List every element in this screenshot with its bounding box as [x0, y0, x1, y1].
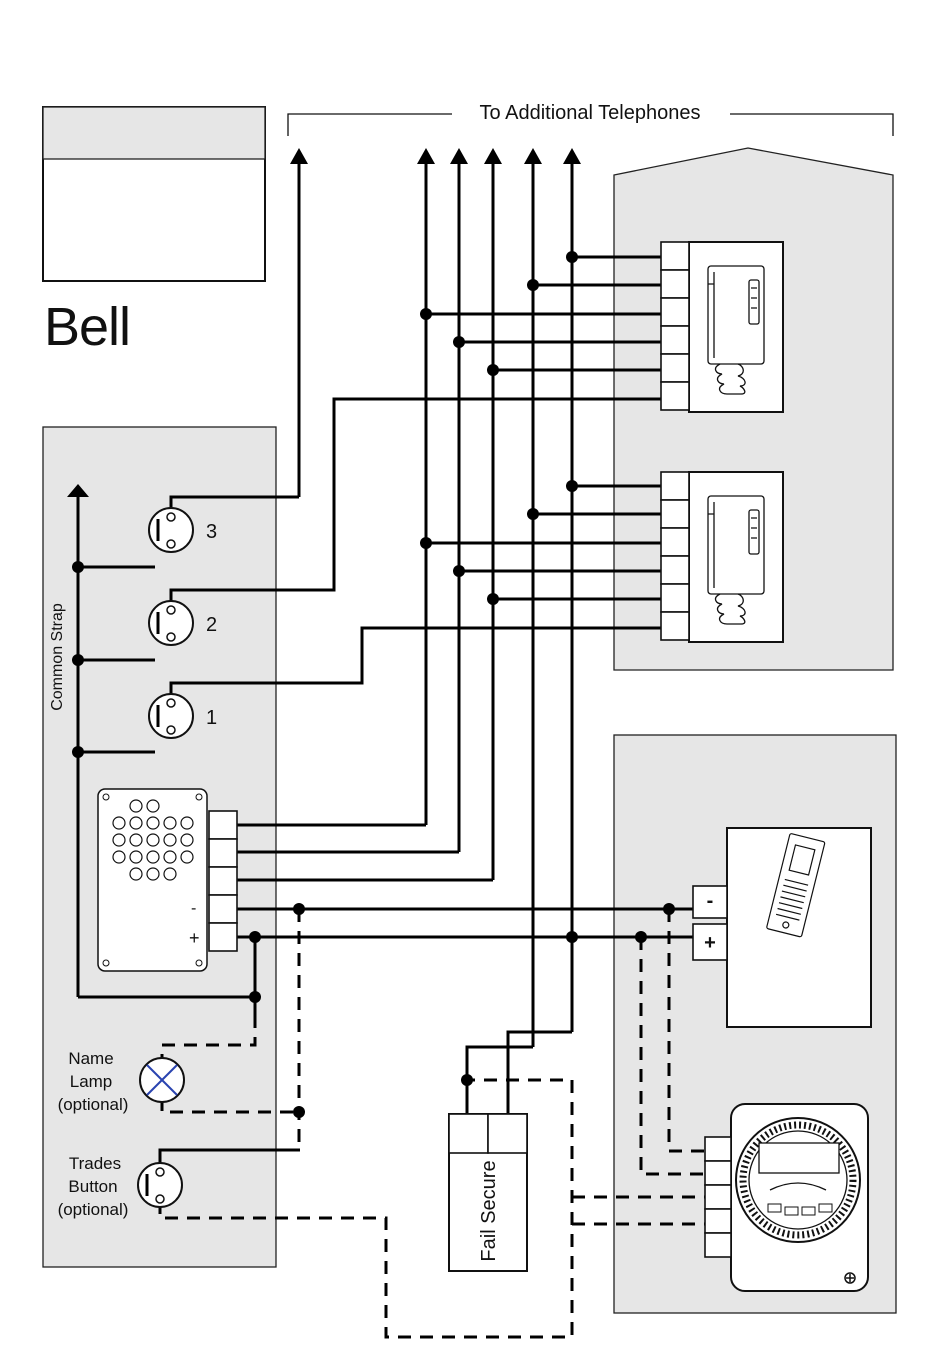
name-lamp-label-line2: Lamp [70, 1072, 113, 1091]
title-text: Bell [44, 297, 130, 357]
timer-dial-icon [736, 1118, 860, 1242]
additional-telephones-bracket: To Additional Telephones [288, 102, 893, 136]
telephone-handset-1 [661, 242, 783, 412]
trades-button-label-line2: Button [68, 1177, 117, 1196]
button-2-label: 2 [206, 614, 217, 636]
fail-secure-label: Fail Secure [478, 1160, 500, 1261]
speaker-terminal-block [209, 811, 237, 951]
trades-button-label-line3: (optional) [58, 1200, 129, 1219]
speaker-unit: - + [98, 789, 237, 971]
psu-minus-label: - [707, 890, 714, 912]
telephone-2-terminal-block [661, 472, 689, 640]
timer-terminal-block [705, 1137, 731, 1257]
button-1-label: 1 [206, 707, 217, 729]
speaker-minus-label: - [191, 900, 196, 917]
button-3-label: 3 [206, 521, 217, 543]
telephone-handset-2 [661, 472, 783, 642]
name-lamp-label-line1: Name [68, 1049, 113, 1068]
speaker-plus-label: + [189, 928, 200, 948]
trades-button-label-line1: Trades [69, 1154, 121, 1173]
psu-plus-label: + [704, 932, 716, 954]
fail-secure-lock: Fail Secure [449, 1114, 527, 1271]
telephone-feed-arrows [290, 148, 581, 164]
common-strap-label: Common Strap [49, 603, 66, 711]
screw-icon [845, 1273, 855, 1283]
name-lamp-label-line3: (optional) [58, 1095, 129, 1114]
telephone-1-terminal-block [661, 242, 689, 410]
additional-telephones-label: To Additional Telephones [480, 102, 701, 124]
title-block: Bell [43, 107, 265, 357]
